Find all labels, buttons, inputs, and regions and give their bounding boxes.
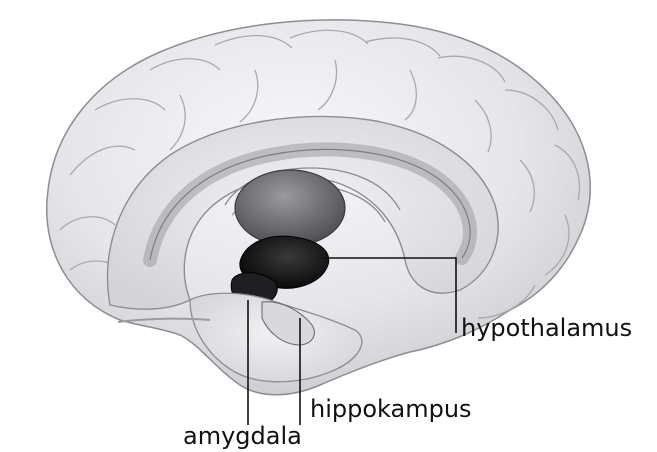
hippokampus-label: hippokampus	[310, 395, 472, 423]
hypothalamus-label: hypothalamus	[461, 314, 632, 342]
amygdala-label: amygdala	[183, 422, 302, 450]
thalamus	[235, 170, 345, 246]
